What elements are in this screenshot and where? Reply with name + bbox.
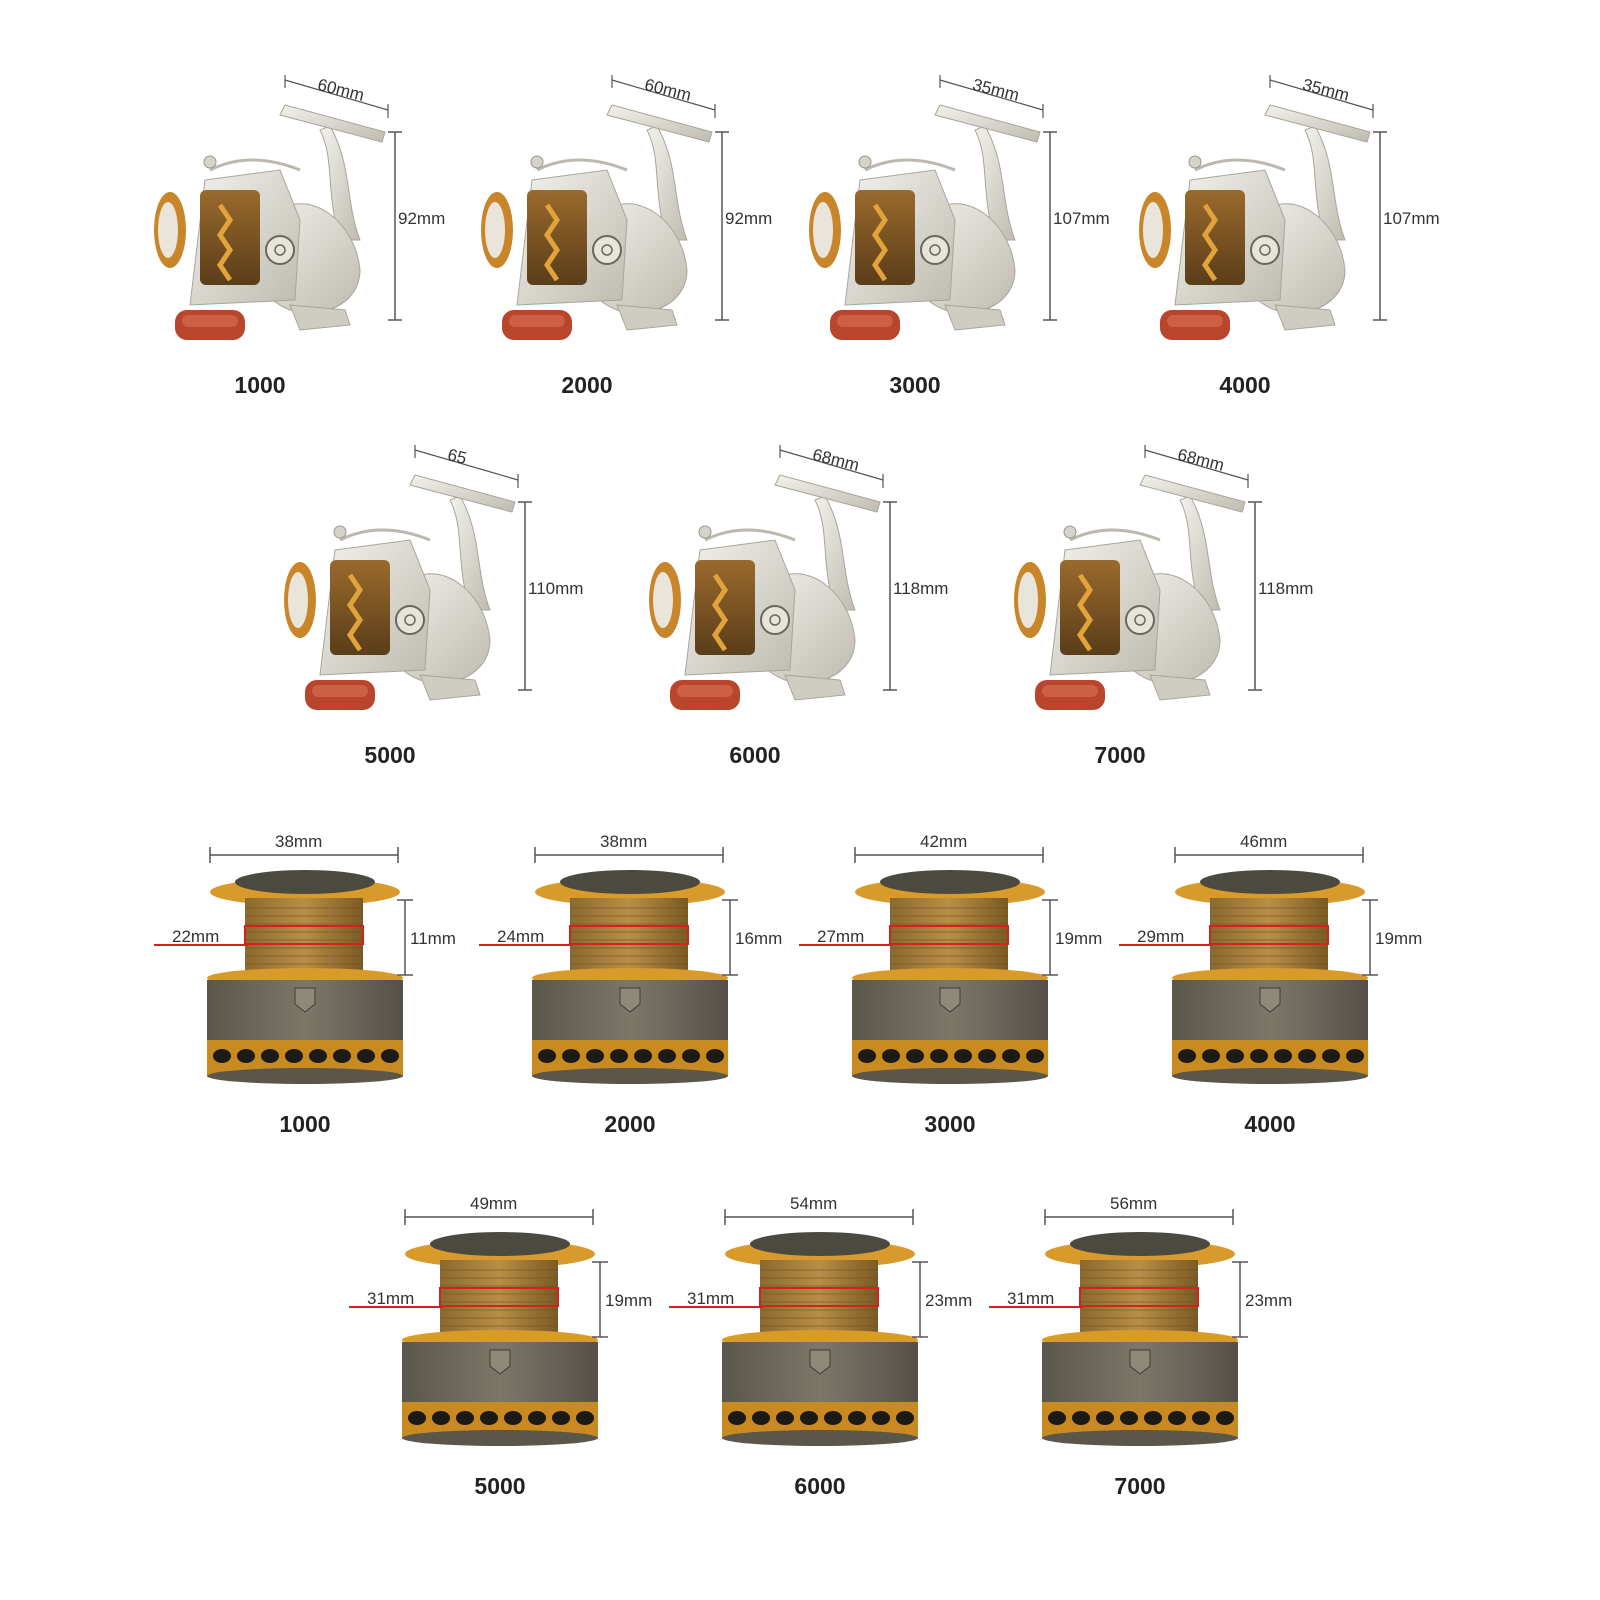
spool-illustration — [1119, 847, 1378, 1084]
spool-1000: 38mm 11mm 22mm 1000 — [150, 830, 470, 1150]
spool-illustration — [989, 1209, 1248, 1446]
spool-illustration — [479, 847, 738, 1084]
spool-illustration — [349, 1209, 608, 1446]
reel-model-label: 3000 — [889, 372, 941, 398]
reel-height-label: 118mm — [893, 579, 949, 598]
reel-height-label: 118mm — [1258, 579, 1314, 598]
reel-illustration — [1139, 75, 1387, 340]
spool-5000: 49mm 19mm 31mm 5000 — [345, 1192, 665, 1512]
reel-illustration — [284, 445, 532, 710]
spool-depth-label: 19mm — [1375, 929, 1423, 948]
spool-3000: 42mm 19mm 27mm 3000 — [795, 830, 1115, 1150]
spool-model-label: 2000 — [604, 1111, 656, 1137]
reel-model-label: 7000 — [1094, 742, 1146, 768]
spool-illustration — [669, 1209, 928, 1446]
spool-6000: 54mm 23mm 31mm 6000 — [665, 1192, 985, 1512]
spool-width-label: 38mm — [275, 832, 323, 851]
spool-depth-label: 23mm — [925, 1291, 973, 1310]
reel-model-label: 6000 — [729, 742, 781, 768]
reel-width-label: 65 — [445, 445, 469, 469]
reel-model-label: 1000 — [234, 372, 286, 398]
spool-model-label: 7000 — [1114, 1473, 1166, 1499]
reel-illustration — [809, 75, 1057, 340]
spool-depth-label: 19mm — [1055, 929, 1103, 948]
spool-model-label: 4000 — [1244, 1111, 1296, 1137]
reel-5000: 65 110mm 5000 — [260, 440, 590, 770]
spool-depth-label: 23mm — [1245, 1291, 1293, 1310]
spool-width-label: 42mm — [920, 832, 968, 851]
reel-illustration — [481, 75, 729, 340]
spool-4000: 46mm 19mm 29mm 4000 — [1115, 830, 1435, 1150]
spool-depth-label: 19mm — [605, 1291, 653, 1310]
reel-height-label: 107mm — [1053, 209, 1110, 228]
spool-diameter-label: 22mm — [172, 927, 220, 946]
spool-diameter-label: 31mm — [1007, 1289, 1055, 1308]
spool-width-label: 46mm — [1240, 832, 1288, 851]
reel-height-label: 92mm — [398, 209, 446, 228]
spool-diameter-label: 24mm — [497, 927, 545, 946]
spool-model-label: 1000 — [279, 1111, 331, 1137]
spool-width-label: 49mm — [470, 1194, 518, 1213]
reel-model-label: 4000 — [1219, 372, 1271, 398]
spool-width-label: 56mm — [1110, 1194, 1158, 1213]
reel-height-label: 110mm — [528, 579, 584, 598]
spool-illustration — [154, 847, 413, 1084]
reel-illustration — [1014, 445, 1262, 710]
spool-diameter-label: 31mm — [367, 1289, 415, 1308]
spool-7000: 56mm 23mm 31mm 7000 — [985, 1192, 1305, 1512]
reel-height-label: 92mm — [725, 209, 773, 228]
reel-model-label: 5000 — [364, 742, 416, 768]
spool-model-label: 5000 — [474, 1473, 526, 1499]
spool-model-label: 6000 — [794, 1473, 846, 1499]
reel-height-label: 107mm — [1383, 209, 1440, 228]
spool-depth-label: 11mm — [410, 929, 456, 948]
reel-illustration — [649, 445, 897, 710]
spool-illustration — [799, 847, 1058, 1084]
spool-2000: 38mm 16mm 24mm 2000 — [475, 830, 795, 1150]
spool-depth-label: 16mm — [735, 929, 783, 948]
reel-illustration — [154, 75, 402, 340]
spool-diameter-label: 31mm — [687, 1289, 735, 1308]
spool-width-label: 38mm — [600, 832, 648, 851]
spool-diameter-label: 29mm — [1137, 927, 1185, 946]
spool-model-label: 3000 — [924, 1111, 976, 1137]
reel-model-label: 2000 — [561, 372, 613, 398]
spool-width-label: 54mm — [790, 1194, 838, 1213]
spool-diameter-label: 27mm — [817, 927, 865, 946]
